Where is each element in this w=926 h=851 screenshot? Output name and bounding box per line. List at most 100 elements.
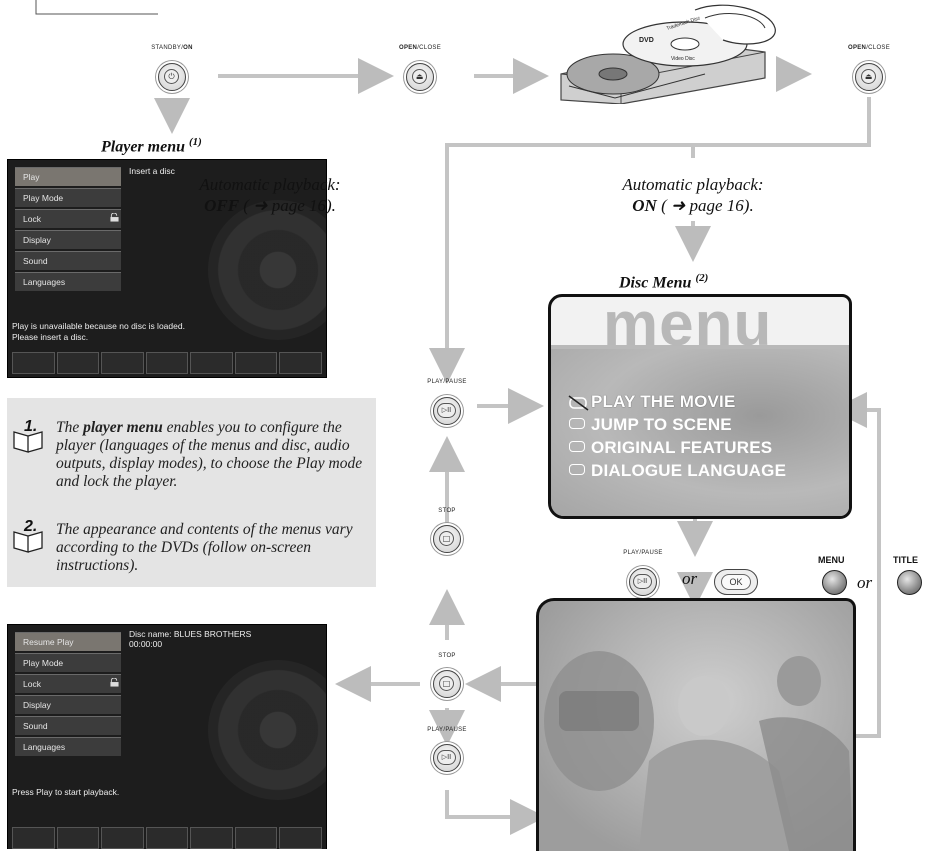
autoplay-on-rest: ( ➜ page 16).	[656, 196, 754, 215]
stop-button-2[interactable]: □	[433, 670, 461, 698]
item-box-icon	[569, 441, 585, 452]
selected-item-icon	[568, 395, 589, 411]
or-text-2: or	[857, 573, 873, 592]
autoplay-off-bold: OFF	[204, 196, 240, 215]
player-menu-message-2: Please insert a disc.	[12, 332, 89, 342]
player-menu-ref: (1)	[189, 136, 202, 148]
title-label: TITLE	[893, 555, 918, 565]
background-disc-graphic	[208, 660, 326, 800]
play-pause-label-1: PLAY/PAUSE	[427, 379, 467, 385]
player-menu-item-display[interactable]: Display	[15, 230, 121, 249]
player-menu-message-1: Play is unavailable because no disc is l…	[12, 321, 185, 331]
open-close-button-1[interactable]: ⏏	[406, 63, 434, 91]
standby-label-bold: ON	[183, 45, 193, 51]
resume-menu-item-display[interactable]: Display	[15, 695, 121, 714]
notes-box: 1. The player menu enables you to config…	[7, 398, 376, 587]
movie-scene-shade	[551, 349, 849, 516]
stop-label-1: STOP	[438, 508, 456, 514]
autoplay-off-line2: OFF ( ➜ page 16).	[170, 195, 370, 216]
thumbnail-strip	[8, 352, 326, 374]
note-1-text: The player menu enables you to configure…	[56, 419, 371, 491]
player-menu-item-play-mode[interactable]: Play Mode	[15, 188, 121, 207]
autoplay-on-bold: ON	[632, 196, 657, 215]
disc-logo-text: DVD	[639, 37, 654, 44]
movie-scene-illustration	[544, 651, 853, 851]
player-menu-item-play[interactable]: Play	[15, 167, 121, 186]
play-pause-button-1[interactable]: ▷II	[433, 397, 461, 425]
disc-sub-text: Video Disc	[671, 56, 695, 62]
book-icon-1	[13, 431, 43, 453]
open-close-label-1: OPEN/CLOSE	[385, 45, 455, 51]
disc-menu-title-text: Disc Menu	[619, 274, 692, 292]
disc-menu-item-label: DIALOGUE LANGUAGE	[591, 461, 787, 480]
player-menu-item-sound[interactable]: Sound	[15, 251, 121, 270]
standby-on-label: STANDBY/ON	[137, 45, 207, 51]
disc-menu-item-label: JUMP TO SCENE	[591, 415, 732, 434]
play-pause-icon: ▷II	[633, 574, 652, 589]
ok-button-label: OK	[721, 574, 751, 590]
lock-icon	[110, 678, 119, 687]
open-close-label-2: OPEN/CLOSE	[834, 45, 904, 51]
player-menu-item-languages[interactable]: Languages	[15, 272, 121, 291]
resume-menu-item-sound[interactable]: Sound	[15, 716, 121, 735]
open-label-suffix: /CLOSE	[417, 45, 442, 51]
thumbnail-strip	[8, 827, 326, 849]
disc-tray-illustration: DVD Trademark Disc Video Disc	[560, 4, 776, 104]
item-box-icon	[569, 464, 585, 475]
disc-menu-logo: menu	[603, 294, 773, 359]
stop-icon: □	[439, 531, 454, 546]
open-close-button-2[interactable]: ⏏	[855, 63, 883, 91]
note-1-pre: The	[56, 419, 84, 436]
resume-menu-time: 00:00:00	[129, 639, 163, 649]
note-number-1: 1.	[24, 418, 38, 435]
note-number-2: 2.	[24, 518, 38, 535]
disc-menu-item-dialogue-language[interactable]: DIALOGUE LANGUAGE	[569, 461, 786, 481]
autoplay-off-rest: ( ➜ page 16).	[239, 196, 336, 215]
eject-icon: ⏏	[861, 69, 876, 84]
lock-icon	[110, 213, 119, 222]
stop-label-2: STOP	[438, 653, 456, 659]
play-pause-button-3[interactable]: ▷II	[433, 744, 461, 772]
disc-menu-item-label: ORIGINAL FEATURES	[591, 438, 773, 457]
player-menu-screen: Play Play Mode Lock Display Sound Langua…	[7, 159, 327, 378]
resume-menu-disc-name: Disc name: BLUES BROTHERS	[129, 629, 252, 639]
resume-menu-screen: Resume Play Play Mode Lock Display Sound…	[7, 624, 327, 849]
resume-menu-item-resume-play[interactable]: Resume Play	[15, 632, 121, 651]
menu-button[interactable]	[822, 570, 847, 595]
disc-menu-screen: menu PLAY THE MOVIE JUMP TO SCENE ORIGIN…	[548, 294, 852, 519]
disc-menu-item-jump-to-scene[interactable]: JUMP TO SCENE	[569, 415, 732, 435]
note-2-text: The appearance and contents of the menus…	[56, 521, 353, 574]
note-1-bold: player menu	[83, 419, 163, 436]
book-icon-2	[13, 531, 43, 553]
autoplay-on-line2: ON ( ➜ page 16).	[598, 195, 788, 216]
open-label-suffix-2: /CLOSE	[866, 45, 891, 51]
note-1-rest: enables you to configure the player (lan…	[56, 419, 363, 490]
play-pause-label-3: PLAY/PAUSE	[427, 727, 467, 733]
resume-menu-message: Press Play to start playback.	[12, 787, 120, 797]
menu-label: MENU	[818, 555, 845, 565]
disc-menu-item-play-movie[interactable]: PLAY THE MOVIE	[591, 392, 736, 411]
open-label-bold-2: OPEN	[847, 45, 867, 51]
disc-menu-item-original-features[interactable]: ORIGINAL FEATURES	[569, 438, 772, 458]
standby-on-button[interactable]: ⏻	[158, 63, 186, 91]
background-disc-graphic	[208, 200, 326, 340]
play-pause-label-2: PLAY/PAUSE	[623, 550, 663, 556]
stop-icon: □	[439, 676, 454, 691]
stop-button-1[interactable]: □	[433, 525, 461, 553]
resume-menu-item-play-mode[interactable]: Play Mode	[15, 653, 121, 672]
eject-icon: ⏏	[412, 69, 427, 84]
resume-menu-item-lock[interactable]: Lock	[15, 674, 121, 693]
disc-menu-ref: (2)	[695, 272, 709, 284]
power-icon: ⏻	[164, 69, 179, 84]
player-menu-title-text: Player menu	[101, 138, 185, 156]
standby-label-prefix: STANDBY/	[151, 45, 184, 51]
autoplay-off-caption: Automatic playback: OFF ( ➜ page 16).	[170, 174, 370, 216]
ok-button[interactable]: OK	[714, 569, 758, 595]
autoplay-on-line1: Automatic playback:	[622, 175, 764, 194]
play-pause-button-2[interactable]: ▷II	[629, 568, 657, 596]
player-menu-item-lock[interactable]: Lock	[15, 209, 121, 228]
player-menu-title: Player menu (1)	[101, 136, 202, 156]
title-button[interactable]	[897, 570, 922, 595]
resume-menu-item-languages[interactable]: Languages	[15, 737, 121, 756]
play-pause-icon: ▷II	[437, 750, 456, 765]
